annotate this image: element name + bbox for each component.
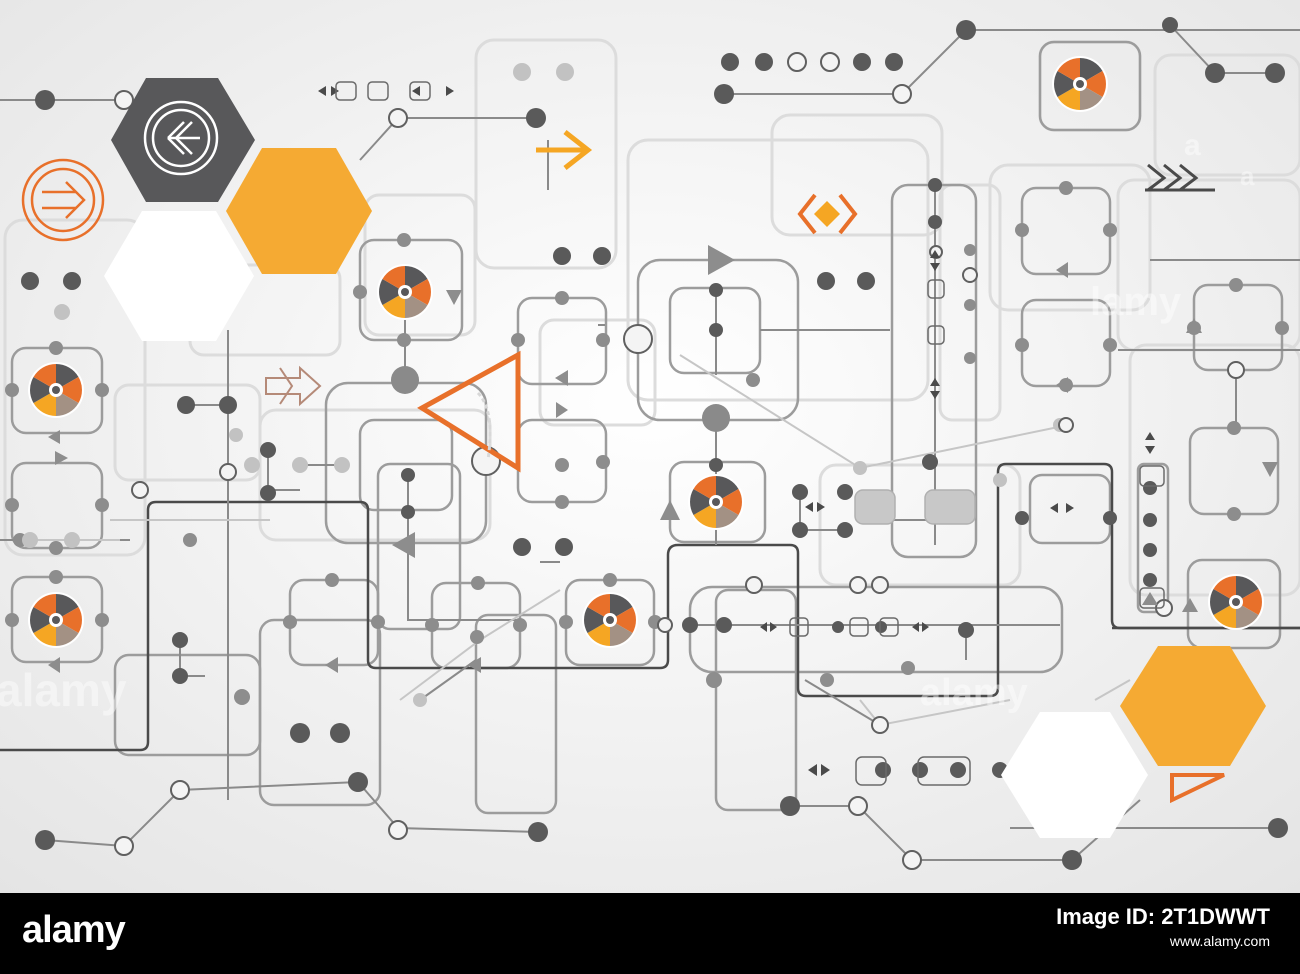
- diamond-icon: [797, 193, 858, 235]
- white-hexagon-left: [104, 211, 254, 341]
- orange-arrow-icon: [536, 130, 593, 170]
- arrow-right-icon: [21, 158, 105, 242]
- svg-text:alamy: alamy: [0, 664, 127, 716]
- chevron-right-icon: [265, 365, 322, 407]
- site-url[interactable]: www.alamy.com: [1169, 933, 1270, 949]
- orange-hexagon-top: [226, 148, 372, 274]
- image-id: Image ID: 2T1DWWT: [1056, 904, 1270, 929]
- circuit-background-illustration: alamy a a lamy alamy: [0, 0, 1300, 893]
- triangle-icon: [417, 350, 521, 473]
- alamy-logo[interactable]: alamy: [22, 909, 126, 951]
- dark-hexagon: [111, 78, 255, 202]
- svg-text:a: a: [1184, 129, 1201, 162]
- svg-text:a: a: [1240, 161, 1255, 191]
- white-hexagon-right: [1001, 712, 1148, 838]
- arrow-left-icon: [143, 100, 219, 176]
- orange-hexagon-right: [1120, 646, 1266, 766]
- svg-text:lamy: lamy: [1090, 280, 1182, 324]
- footer-bar: alamy Image ID: 2T1DWWT www.alamy.com: [0, 893, 1300, 974]
- image-meta: Image ID: 2T1DWWT www.alamy.com: [1056, 903, 1270, 951]
- svg-text:alamy: alamy: [920, 672, 1028, 714]
